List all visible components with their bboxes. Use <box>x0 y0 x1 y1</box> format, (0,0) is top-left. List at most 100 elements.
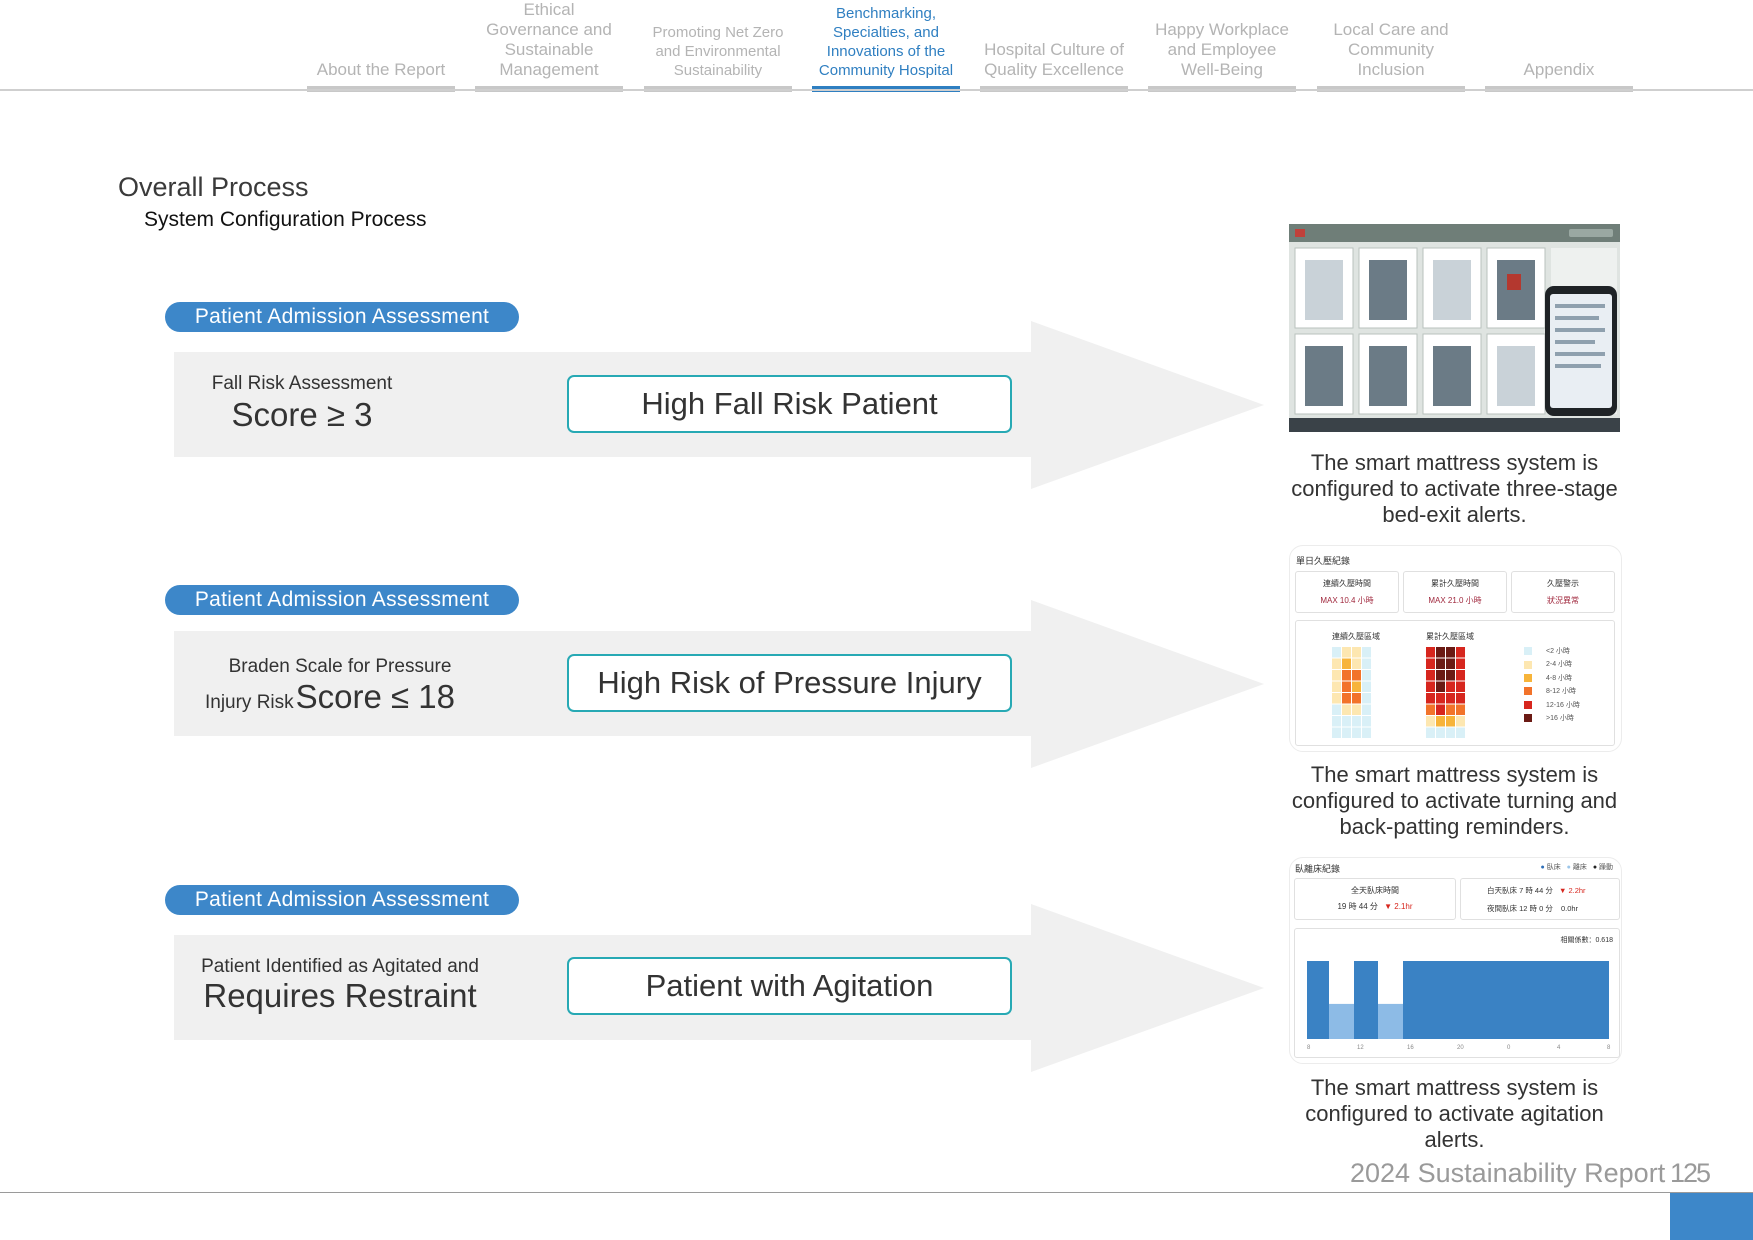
continuous-heatmap-cell <box>1362 727 1371 738</box>
continuous-heatmap-cell <box>1362 693 1371 704</box>
cumulative-heatmap-cell <box>1426 670 1435 681</box>
continuous-heatmap-cell <box>1352 704 1361 715</box>
continuous-heatmap-cell <box>1342 670 1351 681</box>
continuous-heatmap-cell <box>1352 658 1361 669</box>
cumulative-heatmap-cell <box>1456 647 1465 658</box>
continuous-heatmap-cell <box>1352 727 1361 738</box>
tab-net-zero[interactable]: Promoting Net Zero and Environmental Sus… <box>644 20 792 92</box>
continuous-heatmap-cell <box>1332 727 1341 738</box>
continuous-heatmap-cell <box>1332 716 1341 727</box>
day-night-bed-time-card: 白天臥床 7 時 44 分 ▼ 2.2hr 夜間臥床 12 時 0 分 0.0h… <box>1460 878 1620 920</box>
cumulative-heatmap-cell <box>1456 704 1465 715</box>
continuous-heatmap-cell <box>1332 647 1341 658</box>
section-subtitle: System Configuration Process <box>144 208 427 231</box>
cumulative-heatmap-cell <box>1446 681 1455 692</box>
occupancy-legend: ● 臥床 ● 離床 ● 躁動 <box>1540 864 1613 871</box>
high-pressure-injury-box[interactable]: High Risk of Pressure Injury <box>567 654 1012 712</box>
cumulative-heatmap-cell <box>1426 658 1435 669</box>
occupancy-bar <box>1329 1003 1354 1039</box>
occupancy-bar <box>1354 961 1378 1039</box>
cumulative-heatmap-cell <box>1436 727 1445 738</box>
continuous-heatmap-cell <box>1342 693 1351 704</box>
occupancy-tick-label: 20 <box>1457 1045 1464 1051</box>
continuous-heatmap-cell <box>1342 658 1351 669</box>
continuous-heatmap-cell <box>1342 716 1351 727</box>
cumulative-heatmap-cell <box>1456 670 1465 681</box>
occupancy-tick-label: 16 <box>1407 1045 1414 1051</box>
admission-assessment-badge: Patient Admission Assessment <box>165 885 519 915</box>
cumulative-heatmap-cell <box>1446 658 1455 669</box>
pressure-heatmaps <box>1332 647 1465 738</box>
admission-assessment-badge: Patient Admission Assessment <box>165 302 519 332</box>
turning-reminder-caption: The smart mattress system is configured … <box>1291 762 1618 839</box>
daily-bed-time-card: 全天臥床時間 19 時 44 分 ▼ 2.1hr <box>1294 878 1456 920</box>
continuous-heatmap-cell <box>1362 704 1371 715</box>
continuous-pressure-card: 連續久壓時間 MAX 10.4 小時 <box>1295 571 1399 613</box>
tab-hospital-culture[interactable]: Hospital Culture of Quality Excellence <box>980 20 1128 92</box>
continuous-heatmap-cell <box>1342 647 1351 658</box>
tab-benchmarking[interactable]: Benchmarking, Specialties, and Innovatio… <box>812 5 960 92</box>
bed-occupancy-dashboard-image: 臥離床紀錄 ● 臥床 ● 離床 ● 躁動 全天臥床時間 19 時 44 分 ▼ … <box>1289 857 1622 1064</box>
cumulative-heatmap-cell <box>1456 693 1465 704</box>
cumulative-heatmap-cell <box>1426 693 1435 704</box>
bed-exit-dashboard-image <box>1289 224 1620 432</box>
continuous-heatmap-cell <box>1342 681 1351 692</box>
continuous-heatmap-cell <box>1332 681 1341 692</box>
continuous-heatmap-cell <box>1352 681 1361 692</box>
cumulative-heatmap-cell <box>1426 681 1435 692</box>
agitation-patient-box[interactable]: Patient with Agitation <box>567 957 1012 1015</box>
heatmap-legend: <2 小時 2-4 小時 4-8 小時 8-12 小時 12-16 小時 >16… <box>1524 645 1580 725</box>
admission-assessment-badge: Patient Admission Assessment <box>165 585 519 615</box>
footer-divider <box>0 1192 1753 1193</box>
tab-about-the-report[interactable]: About the Report <box>307 20 455 92</box>
cumulative-heatmap-cell <box>1456 681 1465 692</box>
cumulative-heatmap-cell <box>1426 647 1435 658</box>
occupancy-bar <box>1378 1003 1403 1039</box>
tab-happy-workplace[interactable]: Happy Workplace and Employee Well-Being <box>1148 20 1296 92</box>
cumulative-pressure-card: 累計久壓時間 MAX 21.0 小時 <box>1403 571 1507 613</box>
continuous-heatmap-cell <box>1332 670 1341 681</box>
continuous-heatmap-cell <box>1352 670 1361 681</box>
cumulative-heatmap-cell <box>1436 716 1445 727</box>
continuous-heatmap-cell <box>1362 716 1371 727</box>
high-fall-risk-box[interactable]: High Fall Risk Patient <box>567 375 1012 433</box>
occupancy-tick-label: 0 <box>1507 1045 1511 1051</box>
nav-divider <box>0 89 1753 91</box>
tab-local-care[interactable]: Local Care and Community Inclusion <box>1317 20 1465 92</box>
bed-exit-dashboard-illustration <box>1289 224 1620 432</box>
cumulative-heatmap-cell <box>1446 670 1455 681</box>
continuous-heatmap-cell <box>1332 704 1341 715</box>
cumulative-heatmap-cell <box>1426 727 1435 738</box>
cumulative-heatmap-cell <box>1446 704 1455 715</box>
continuous-heatmap-cell <box>1352 716 1361 727</box>
continuous-heatmap-cell <box>1362 681 1371 692</box>
cumulative-heatmap-cell <box>1426 716 1435 727</box>
page-number: 125 <box>1670 1158 1711 1188</box>
continuous-heatmap-cell <box>1342 704 1351 715</box>
continuous-heatmap-cell <box>1362 658 1371 669</box>
cumulative-heatmap-cell <box>1456 658 1465 669</box>
section-title: Overall Process <box>118 172 309 202</box>
cumulative-heatmap-cell <box>1436 681 1445 692</box>
cumulative-heatmap-cell <box>1436 647 1445 658</box>
cumulative-heatmap-cell <box>1446 727 1455 738</box>
cumulative-heatmap-cell <box>1426 704 1435 715</box>
agitation-criterion: Patient Identified as Agitated and Requi… <box>201 956 479 1014</box>
top-navigation: About the Report Ethical Governance and … <box>0 0 1753 92</box>
bed-exit-caption: The smart mattress system is configured … <box>1291 450 1618 527</box>
cumulative-heatmap-cell <box>1446 693 1455 704</box>
continuous-heatmap-cell <box>1342 727 1351 738</box>
occupancy-tick-label: 4 <box>1557 1045 1561 1051</box>
footer-accent-block <box>1670 1193 1753 1240</box>
pressure-map-dashboard-image: 單日久壓紀錄 連續久壓時間 MAX 10.4 小時 累計久壓時間 MAX 21.… <box>1289 545 1622 752</box>
agitation-alert-caption: The smart mattress system is configured … <box>1305 1075 1604 1152</box>
continuous-heatmap-cell <box>1362 670 1371 681</box>
pressure-heatmap-panel: 連續久壓區域 累計久壓區域 <2 小時 2-4 小時 4-8 小時 8-12 小… <box>1295 620 1615 746</box>
tab-ethical-governance[interactable]: Ethical Governance and Sustainable Manag… <box>475 0 623 92</box>
tab-appendix[interactable]: Appendix <box>1485 20 1633 92</box>
cumulative-heatmap-cell <box>1446 716 1455 727</box>
cumulative-heatmap-cell <box>1436 704 1445 715</box>
